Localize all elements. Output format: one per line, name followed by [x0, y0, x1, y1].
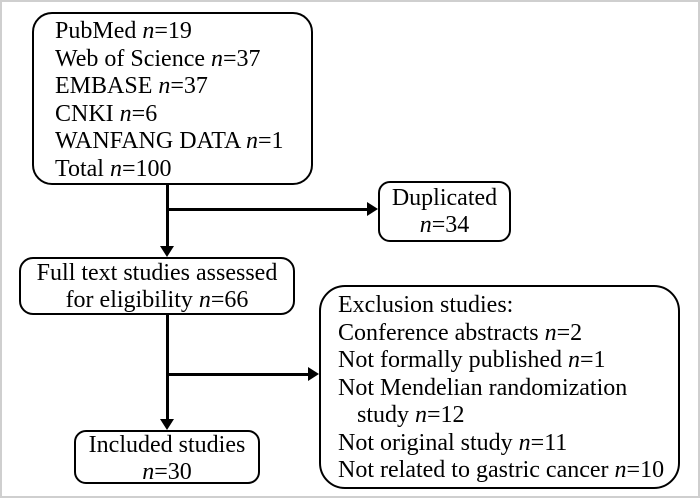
eligibility-line-1: Full text studies assessed — [36, 260, 278, 286]
exclusion-box: Exclusion studies: Conference abstracts … — [319, 285, 680, 489]
duplicated-box: Duplicated n=34 — [378, 181, 511, 242]
arrowhead-down-eligibility-icon — [160, 246, 174, 257]
connector-eligibility-to-included — [166, 314, 169, 420]
duplicated-label: Duplicated — [391, 185, 498, 211]
source-line-cnki: CNKI n=6 — [55, 100, 158, 127]
eligibility-box: Full text studies assessed for eligibili… — [19, 257, 295, 315]
connector-branch-to-duplicated — [166, 208, 368, 211]
exclusion-line-not-original: Not original study n=11 — [338, 429, 568, 456]
exclusion-line-not-published: Not formally published n=1 — [338, 347, 606, 373]
exclusion-line-conference: Conference abstracts n=2 — [338, 319, 583, 346]
duplicated-count: n=34 — [419, 212, 470, 238]
source-line-total: Total n=100 — [55, 155, 172, 182]
source-line-wanfang: WANFANG DATA n=1 — [55, 128, 284, 154]
exclusion-title: Exclusion studies: — [338, 292, 514, 318]
identification-box: PubMed n=19 Web of Science n=37 EMBASE n… — [32, 12, 313, 185]
included-box: Included studies n=30 — [74, 430, 260, 485]
arrowhead-right-exclusion-icon — [308, 367, 319, 381]
connector-identification-to-eligibility — [166, 184, 169, 248]
included-count: n=30 — [142, 459, 192, 485]
source-line-web-of-science: Web of Science n=37 — [55, 45, 261, 72]
connector-branch-to-exclusion — [166, 373, 308, 376]
eligibility-line-2: for eligibility n=66 — [65, 287, 249, 313]
included-label: Included studies — [88, 432, 246, 458]
exclusion-line-not-mendelian: Not Mendelian randomization — [338, 374, 628, 401]
arrowhead-right-duplicated-icon — [367, 202, 378, 216]
arrowhead-down-included-icon — [160, 419, 174, 430]
exclusion-line-not-gastric: Not related to gastric cancer n=10 — [338, 457, 665, 483]
exclusion-line-not-mendelian-cont: study n=12 — [357, 402, 465, 428]
source-line-embase: EMBASE n=37 — [55, 73, 208, 99]
source-line-pubmed: PubMed n=19 — [55, 18, 192, 44]
